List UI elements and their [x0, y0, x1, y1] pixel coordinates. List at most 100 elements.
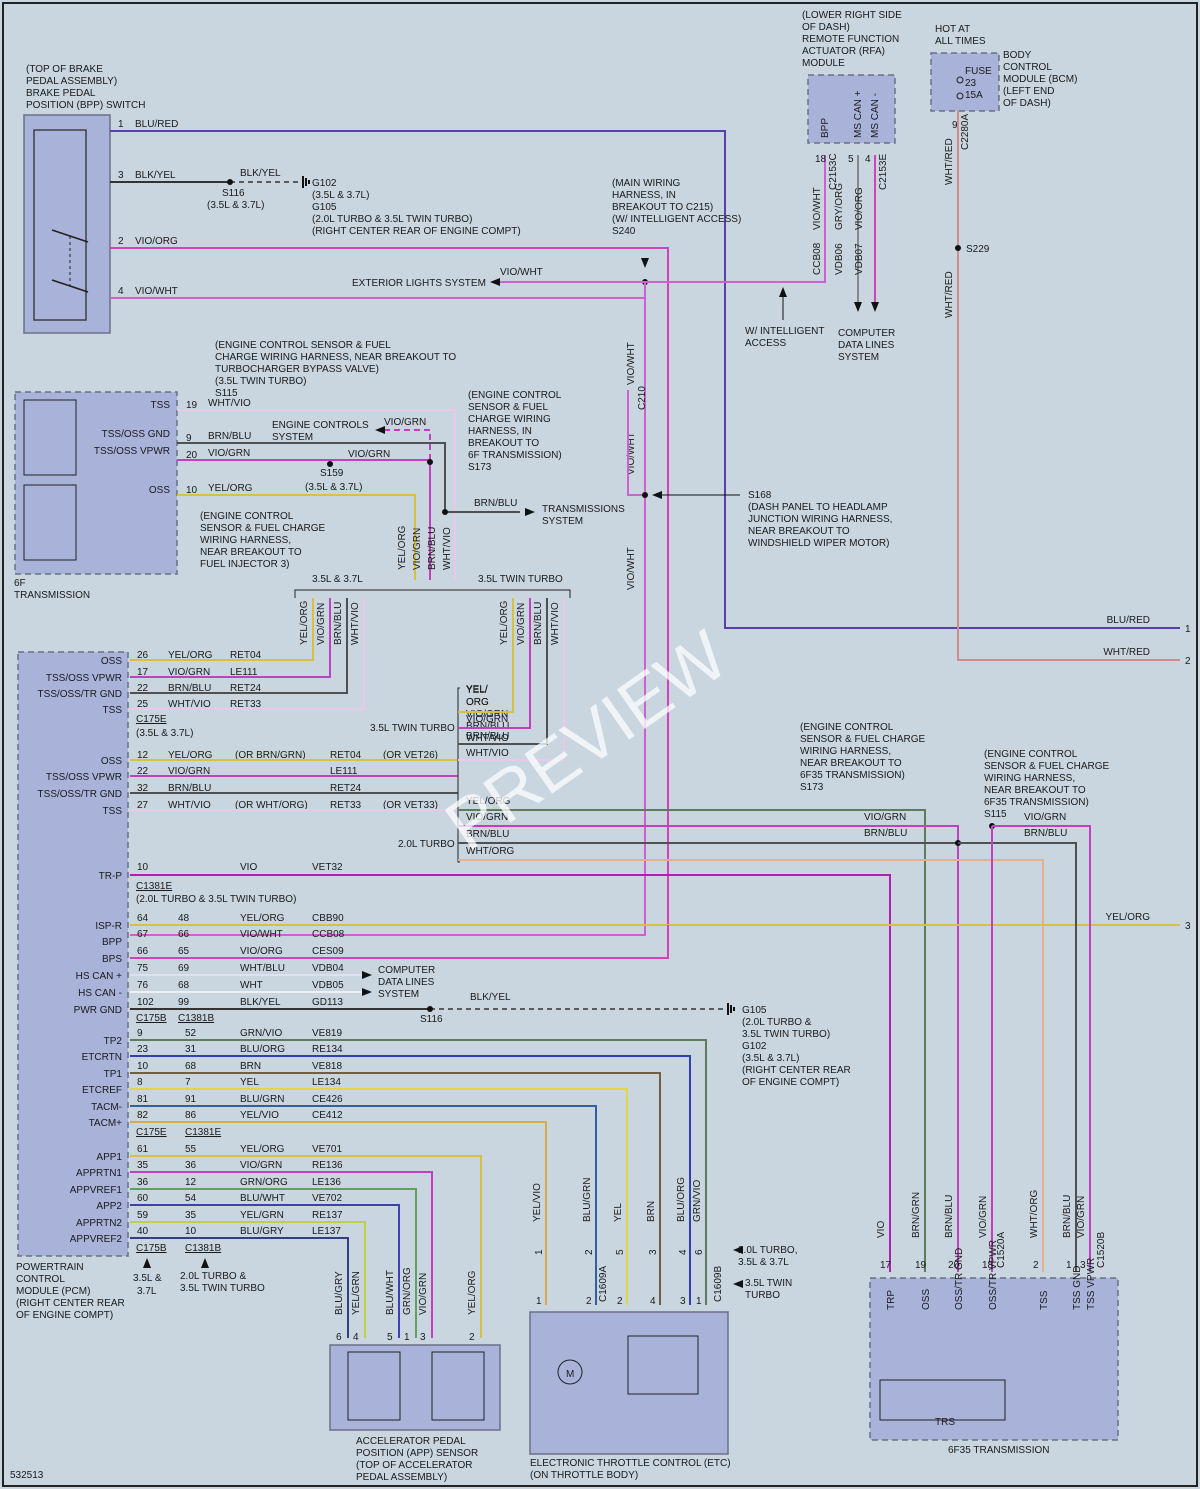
turbo-2-0-wire: WHT/ORG [466, 846, 515, 857]
pcm-wire-label: BRN [240, 1061, 261, 1072]
pcm-circuit-label: LE111 [230, 667, 258, 678]
pcm-wire-label: WHT/VIO [168, 699, 211, 710]
wire-group1 [130, 598, 331, 678]
pcm-circuit-label: RET04 [230, 650, 262, 661]
s173-right-caption-line: (ENGINE CONTROL [800, 722, 894, 733]
etc-pin-number: 4 [650, 1296, 656, 1307]
etc-caption-line: (ON THROTTLE BODY) [530, 1470, 638, 1481]
bottom-note: 3.5L & [133, 1273, 162, 1284]
pcm-pin-number: 32 [137, 783, 149, 794]
variant-wire-label: VIO/GRN [316, 603, 327, 645]
pcm-pin-label: BPP [102, 937, 122, 948]
rfa-caption-line: MODULE [802, 58, 845, 69]
pcm-circuit-label: GD113 [312, 997, 343, 1008]
etc-note-arrow [733, 1280, 743, 1288]
wire-vio-org [110, 247, 669, 925]
pcm-wire-label: YEL/ORG [168, 750, 213, 761]
pcm-alt-label: (OR WHT/ORG) [235, 800, 308, 811]
trans-6f35-pin-label: TRP [886, 1290, 897, 1310]
etc-note: 2.0L TURBO, [738, 1245, 797, 1256]
splice-s173-top [442, 509, 448, 515]
variant-wire-label: WHT/VIO [550, 602, 561, 645]
pcm-wire-label: VIO/ORG [240, 946, 283, 957]
splice-label: S159 [320, 468, 344, 479]
pcm-wire-label: BLU/GRY [240, 1226, 284, 1237]
pcm-pin-label: PWR GND [74, 1005, 122, 1016]
pcm-pin-number: 52 [185, 1028, 197, 1039]
pcm-pin-number: 59 [137, 1210, 149, 1221]
pcm-connector: C175E [136, 714, 167, 725]
trans-6f35-wire-label: VIO/GRN [978, 1196, 989, 1238]
pcm-pin-number: 61 [137, 1144, 149, 1155]
wire-2-0-wht-org [458, 859, 1044, 1272]
twin-turbo-wires-line: YEL/ [466, 685, 488, 696]
variant-bracket-2 [457, 687, 460, 863]
pcm-wire-label: VIO [240, 862, 257, 873]
pcm-circuit-label: VDB05 [312, 980, 344, 991]
splice-s159 [327, 461, 333, 467]
pcm-pin-label: TSS [103, 806, 123, 817]
trans-6f35-pin-number: 3 [1080, 1260, 1086, 1271]
trans-6f35-pin-label: TSS GND [1072, 1266, 1083, 1310]
wire-label: BRN/BLU [1024, 828, 1067, 839]
bottom-note: 2.0L TURBO & [180, 1271, 246, 1282]
s159-caption-line: FUEL INJECTOR 3) [200, 559, 289, 570]
exterior-lights-wire: VIO/WHT [500, 267, 543, 278]
pcm-circuit-label: RET04 [330, 750, 362, 761]
pcm-pin-number: 67 [137, 929, 149, 940]
app-wire-label: YEL/GRN [351, 1271, 362, 1315]
ground-wire-label: BLK/YEL [470, 992, 511, 1003]
pcm-pin-number: 64 [137, 913, 149, 924]
bpp-pin-number: 3 [118, 170, 124, 181]
trans-6f35-pin-number: 18 [982, 1260, 994, 1271]
trans-6f35-pin-label: OSS/TR VPWR [988, 1240, 999, 1310]
intelligent-access-label-line: W/ INTELLIGENT [745, 326, 824, 337]
pcm-wire-label: YEL/ORG [168, 650, 213, 661]
bcm-caption-line: MODULE (BCM) [1003, 74, 1077, 85]
right-edge-wire: BLU/RED [1107, 615, 1150, 626]
rfa-data-lines-label-line: COMPUTER [838, 328, 895, 339]
etc-pin-number: 6 [694, 1249, 705, 1255]
trans-6f35-pin-number: 20 [948, 1260, 960, 1271]
pcm-connector: C1381B [178, 1013, 214, 1024]
trans-6f-pin-number: 9 [186, 433, 192, 444]
pcm-pin-label: OSS [101, 656, 122, 667]
wire-tt-wht [458, 598, 565, 761]
pcm-pin-label: ISP-R [95, 921, 122, 932]
etc-note: 3.5L TWIN [745, 1278, 792, 1289]
bcm-fuse-label-line: 23 [965, 78, 977, 89]
bcm-hot-label-line: ALL TIMES [935, 36, 986, 47]
trans-6f35-wire-label: BRN/BLU [944, 1195, 955, 1238]
etc-wire-label: BLU/GRN [582, 1178, 593, 1222]
splice-note: (3.5L & 3.7L) [305, 482, 362, 493]
s159-caption-line: (ENGINE CONTROL [200, 511, 294, 522]
app-pin-number: 3 [420, 1332, 426, 1343]
pcm-wire-label: BLK/YEL [240, 997, 281, 1008]
wire-2-0-oss [458, 809, 926, 1272]
pcm-pin-number: 10 [137, 1061, 149, 1072]
wire-group1 [130, 598, 348, 694]
pcm-caption-line: CONTROL [16, 1274, 65, 1285]
pcm-pin-label: ETCREF [82, 1085, 122, 1096]
vert-wire-label: BRN/BLU [427, 527, 438, 570]
wire-label: VIO/GRN [864, 812, 906, 823]
ground-bottom-note-line: (2.0L TURBO & [742, 1017, 812, 1028]
ground-bottom-icon [727, 1003, 735, 1015]
bpp-wire-label: VIO/ORG [135, 236, 178, 247]
turbo-2-0-wire: YEL/ORG [466, 796, 511, 807]
app-pin-number: 5 [387, 1332, 393, 1343]
etc-pin-number: 2 [617, 1296, 623, 1307]
pcm-pin-label: TSS [103, 705, 123, 716]
pcm-circuit-label: VE819 [312, 1028, 342, 1039]
pcm-pin-number: 12 [185, 1177, 197, 1188]
exterior-lights-label: EXTERIOR LIGHTS SYSTEM [352, 278, 486, 289]
s115-caption-line: (ENGINE CONTROL SENSOR & FUEL [215, 340, 391, 351]
wire-wht-red [957, 111, 1180, 661]
pcm-pin-number: 36 [137, 1177, 149, 1188]
splice-s116-bottom [427, 1006, 433, 1012]
pcm-pin-number: 7 [185, 1077, 191, 1088]
ground-top-note-line: G102 [312, 178, 337, 189]
wire-wht-vio-6f [177, 409, 456, 580]
